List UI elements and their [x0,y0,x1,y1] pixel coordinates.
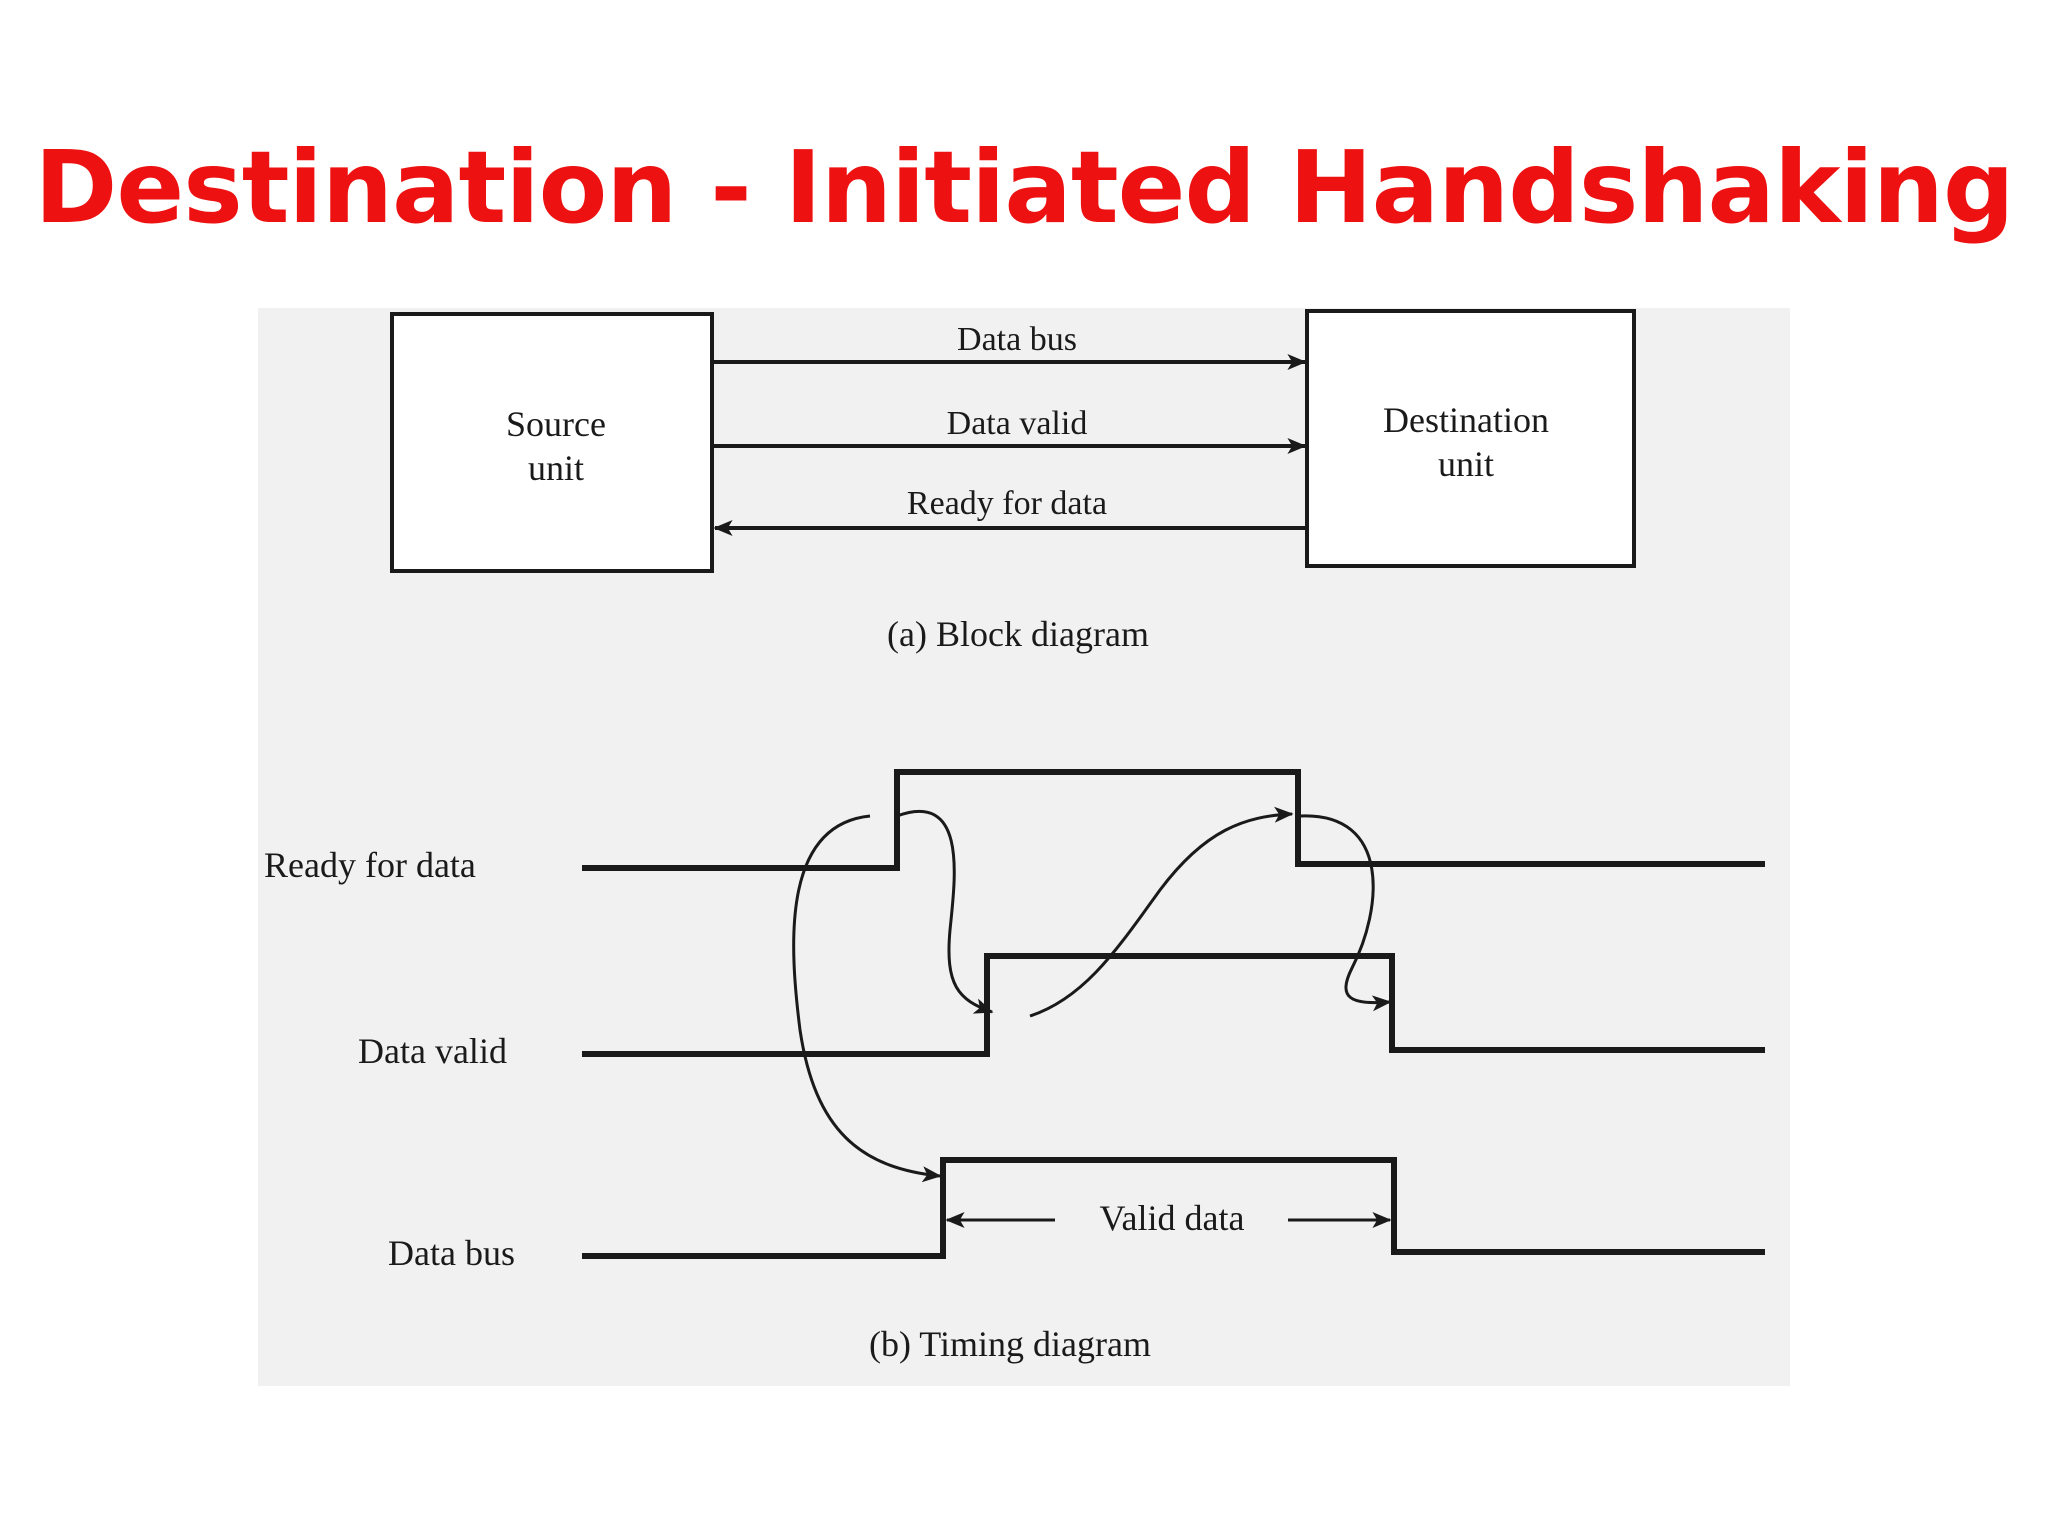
block-diagram: Source unit Destination unit Data bus Da… [390,309,1636,654]
ready-rise-to-bus-rise-arrow [792,814,942,1183]
ready-rise-to-valid-rise-arrow [896,809,994,1014]
timing-diagram-caption: (b) Timing diagram [869,1324,1151,1364]
timing-diagram: Ready for data Data valid Data bus Valid… [264,769,1765,1364]
source-unit-box [390,312,714,573]
data-valid-waveform [582,953,1765,1057]
data-bus-label: Data bus [957,321,1077,358]
source-unit-label: unit [528,448,584,488]
valid-data-label: Valid data [1100,1198,1245,1238]
block-diagram-caption: (a) Block diagram [887,614,1149,654]
slide-title: Destination - Initiated Handshaking [34,129,2014,246]
valid-rise-to-ready-fall-arrow [1029,806,1294,1018]
destination-unit-label: unit [1438,444,1494,484]
data-valid-label: Data valid [947,405,1088,442]
ready-fall-to-valid-fall-arrow [1299,814,1392,1012]
source-unit-label: Source [506,404,606,444]
destination-unit-box [1305,309,1636,568]
data-bus-signal-label: Data bus [388,1233,515,1273]
data-bus-waveform [582,1157,1765,1259]
ready-for-data-label: Ready for data [907,485,1107,522]
ready-for-data-waveform [582,769,1765,871]
data-valid-signal-label: Data valid [358,1031,507,1071]
destination-unit-label: Destination [1383,400,1549,440]
ready-for-data-signal-label: Ready for data [264,845,476,885]
